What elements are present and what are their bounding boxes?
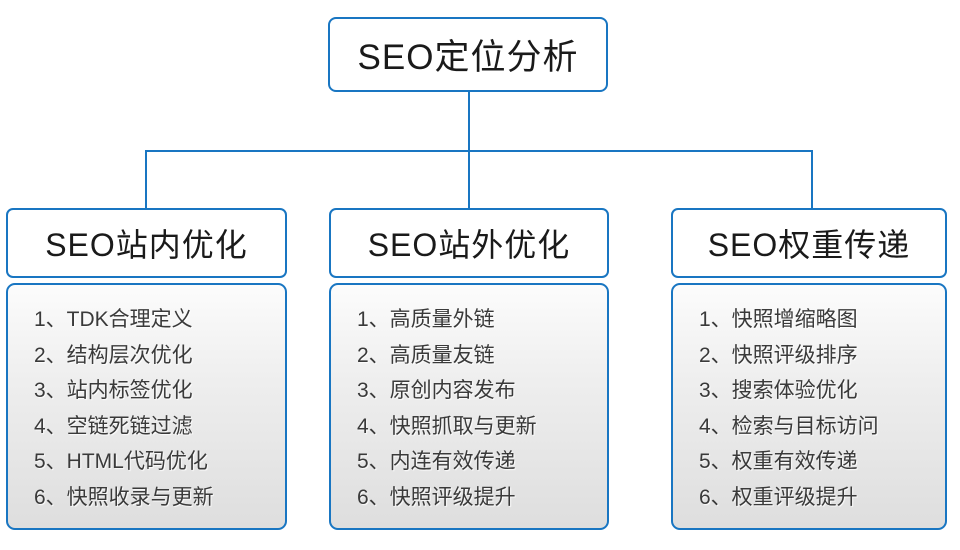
column-title: SEO权重传递 bbox=[707, 227, 911, 263]
list-item: 6、快照收录与更新 bbox=[34, 485, 214, 509]
list-item: 1、快照增缩略图 bbox=[699, 308, 858, 331]
list-item: 5、内连有效传递 bbox=[357, 450, 516, 473]
column-title: SEO站内优化 bbox=[45, 227, 248, 263]
connector-rail bbox=[145, 150, 813, 152]
list-item: 3、原创内容发布 bbox=[357, 379, 516, 402]
column-weight-list: 1、快照增缩略图 2、快照评级排序 3、搜索体验优化 4、检索与目标访问 5、权… bbox=[671, 283, 947, 530]
list-item: 4、检索与目标访问 bbox=[699, 414, 879, 438]
connector-drop-right bbox=[811, 150, 813, 208]
column-onsite-list: 1、TDK合理定义 2、结构层次优化 3、站内标签优化 4、空链死链过滤 5、H… bbox=[6, 283, 287, 530]
column-onsite: SEO站内优化 1、TDK合理定义 2、结构层次优化 3、站内标签优化 4、空链… bbox=[6, 208, 287, 530]
column-offsite-list: 1、高质量外链 2、高质量友链 3、原创内容发布 4、快照抓取与更新 5、内连有… bbox=[329, 283, 609, 530]
list-item: 2、高质量友链 bbox=[357, 343, 495, 367]
list-item: 5、HTML代码优化 bbox=[34, 450, 208, 473]
column-title: SEO站外优化 bbox=[367, 227, 571, 263]
connector-drop-center bbox=[468, 150, 470, 208]
list-item: 4、快照抓取与更新 bbox=[357, 414, 537, 438]
root-title: SEO定位分析 bbox=[357, 38, 579, 77]
column-offsite-header: SEO站外优化 bbox=[329, 208, 609, 278]
list-item: 1、高质量外链 bbox=[357, 308, 495, 331]
column-offsite: SEO站外优化 1、高质量外链 2、高质量友链 3、原创内容发布 4、快照抓取与… bbox=[329, 208, 609, 530]
list-item: 6、快照评级提升 bbox=[357, 485, 516, 509]
connector-root-stem bbox=[468, 92, 470, 150]
list-item: 2、结构层次优化 bbox=[34, 343, 193, 367]
list-item: 2、快照评级排序 bbox=[699, 343, 858, 367]
list-item: 3、搜索体验优化 bbox=[699, 379, 858, 402]
list-item: 5、权重有效传递 bbox=[699, 450, 858, 473]
connector-drop-left bbox=[145, 150, 147, 208]
column-weight-header: SEO权重传递 bbox=[671, 208, 947, 278]
list-item: 1、TDK合理定义 bbox=[34, 308, 193, 331]
column-weight: SEO权重传递 1、快照增缩略图 2、快照评级排序 3、搜索体验优化 4、检索与… bbox=[671, 208, 947, 530]
list-item: 6、权重评级提升 bbox=[699, 485, 858, 509]
column-onsite-header: SEO站内优化 bbox=[6, 208, 287, 278]
root-node: SEO定位分析 bbox=[328, 17, 608, 92]
list-item: 4、空链死链过滤 bbox=[34, 414, 193, 438]
list-item: 3、站内标签优化 bbox=[34, 379, 193, 402]
